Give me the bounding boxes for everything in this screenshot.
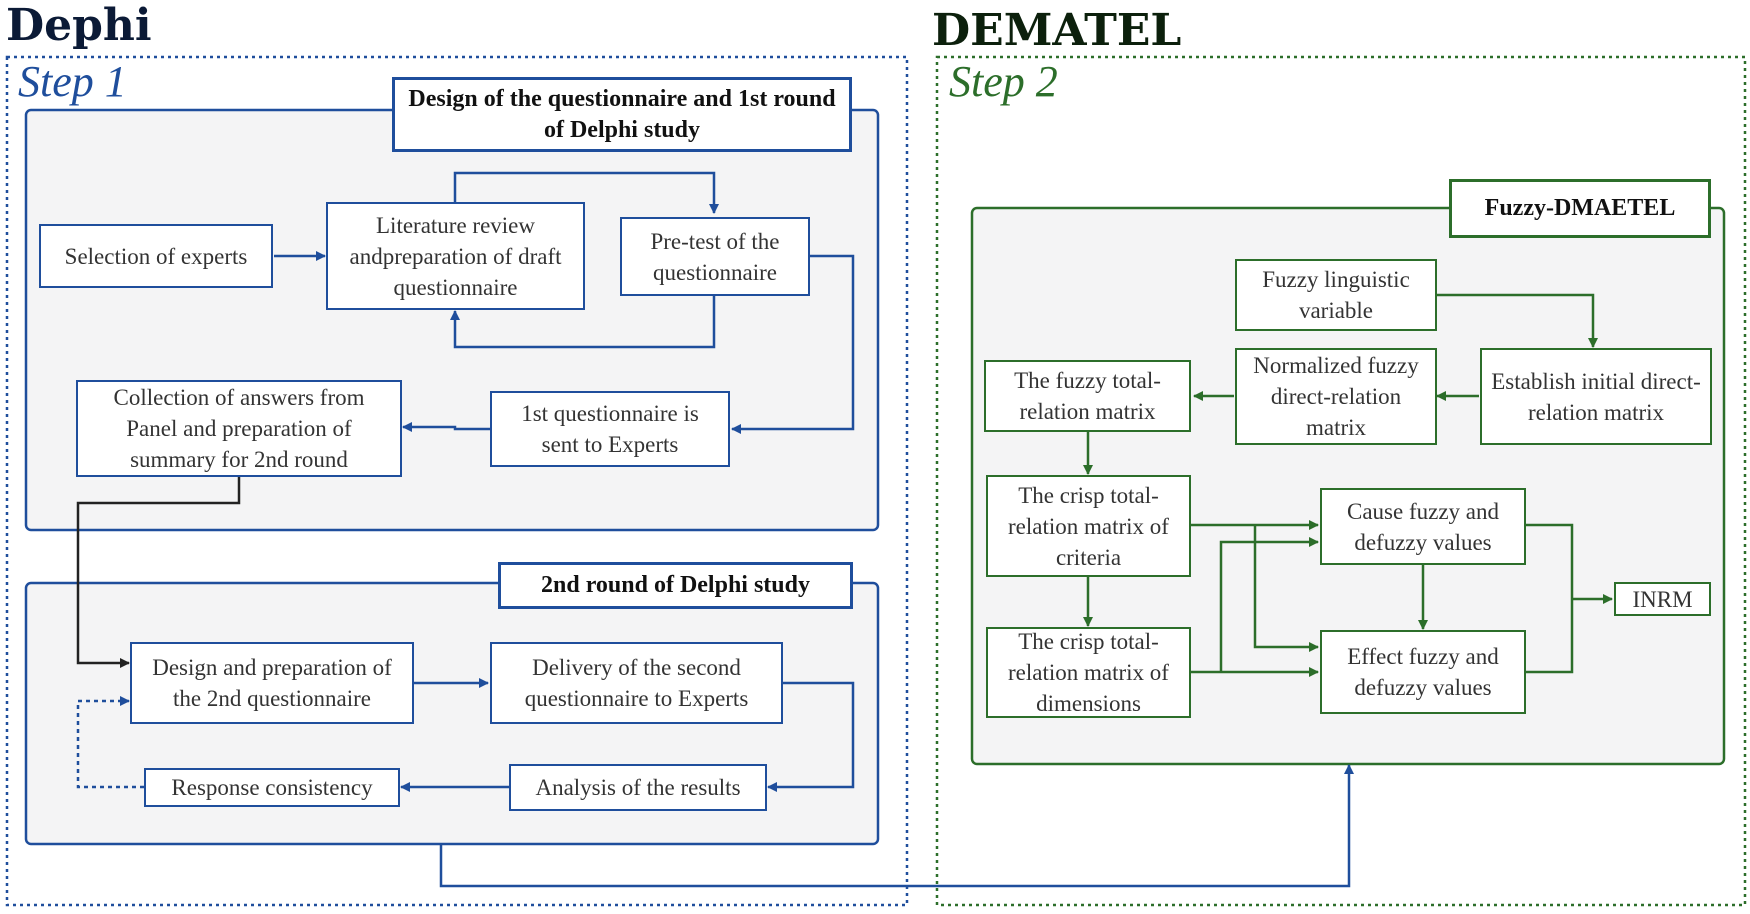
arrow-consistency-to-design [76,696,144,789]
arrow-literature-to-pretest [453,171,719,214]
box-selection-of-experts: Selection of experts [39,224,273,288]
arrow-crispcriteria-to-effect [1253,525,1319,652]
fuzzy-dematel-header: Fuzzy-DMAETEL [1449,179,1711,238]
round2-header: 2nd round of Delphi study [498,562,853,609]
box-fuzzy-total-relation: The fuzzy total-relation matrix [984,360,1191,432]
arrow-pretest-to-literature [450,296,716,349]
round1-connectors [274,171,855,434]
box-cause-values: Cause fuzzy and defuzzy values [1320,488,1526,565]
step2-frame [935,55,1747,907]
box-normalized-fuzzy-matrix: Normalized fuzzy direct-relation matrix [1235,348,1437,445]
connector-cause-to-junction [1526,523,1574,599]
box-fuzzy-linguistic-variable: Fuzzy linguistic variable [1235,259,1437,331]
box-first-questionnaire-sent: 1st questionnaire is sent to Experts [490,391,730,467]
arrow-linguistic-to-establish [1437,293,1598,348]
arrow-step1-to-step2 [439,764,1354,888]
box-literature-review: Literature review andpreparation of draf… [326,202,585,310]
box-effect-values: Effect fuzzy and defuzzy values [1320,630,1526,714]
box-analysis-of-results: Analysis of the results [509,764,767,811]
arrow-crispdimensions-to-cause [1219,537,1319,672]
arrow-sent-to-collection [402,422,490,432]
arrow-delivery-to-analysis [767,681,855,792]
round2-connectors [76,678,855,792]
box-response-consistency: Response consistency [144,768,400,807]
arrow-collection-to-design [76,477,241,668]
box-inrm: INRM [1614,582,1711,616]
box-crisp-total-criteria: The crisp total-relation matrix of crite… [986,475,1191,577]
step2-label: Step 2 [949,57,1058,106]
box-crisp-total-dimensions: The crisp total-relation matrix of dimen… [986,627,1191,718]
step1-frame [5,55,909,907]
box-pretest: Pre-test of the questionnaire [620,217,810,296]
round1-header: Design of the questionnaire and 1st roun… [392,77,852,152]
arrow-pretest-to-sent [731,254,855,434]
connector-effect-to-junction [1526,599,1574,674]
box-delivery-second-questionnaire: Delivery of the second questionnaire to … [490,642,783,724]
fuzzy-connectors [1083,293,1613,677]
delphi-title: Dephi [6,0,152,51]
box-design-second-questionnaire: Design and preparation of the 2nd questi… [130,642,414,724]
box-establish-initial-matrix: Establish initial direct-relation matrix [1480,348,1712,445]
dematel-title: DEMATEL [932,5,1182,56]
box-collection-of-answers: Collection of answers from Panel and pre… [76,380,402,477]
step1-label: Step 1 [18,57,127,106]
